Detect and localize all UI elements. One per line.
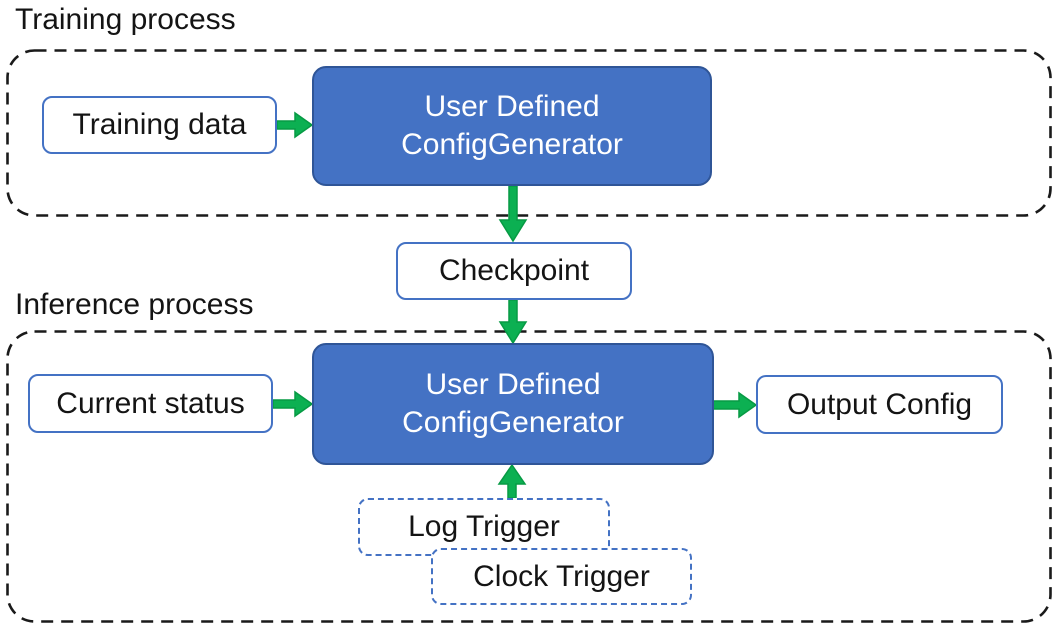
arrow-triggers-to-generator-icon (497, 464, 527, 498)
training-generator-box: User Defined ConfigGenerator (312, 66, 712, 186)
training-data-box: Training data (42, 96, 277, 154)
inference-generator-line2: ConfigGenerator (402, 406, 624, 439)
output-config-label: Output Config (786, 387, 973, 421)
arrow-current-status-to-generator-icon (273, 390, 313, 418)
arrow-checkpoint-to-generator-icon (498, 300, 528, 344)
training-process-label: Training process (15, 3, 236, 36)
log-trigger-label: Log Trigger (408, 510, 560, 543)
inference-generator-line1: User Defined (425, 368, 601, 401)
inference-process-label: Inference process (15, 288, 254, 321)
training-generator-line1: User Defined (424, 90, 600, 123)
current-status-label: Current status (56, 386, 245, 420)
clock-trigger-label: Clock Trigger (473, 559, 650, 593)
arrow-generator-to-output-icon (713, 391, 757, 419)
output-config-box: Output Config (756, 375, 1003, 434)
inference-process-container (6, 330, 1052, 623)
training-generator-line2: ConfigGenerator (401, 128, 623, 161)
training-process-container (6, 49, 1052, 217)
arrow-training-data-to-generator-icon (277, 111, 313, 139)
current-status-box: Current status (28, 374, 273, 433)
arrow-generator-to-checkpoint-icon (498, 186, 528, 242)
clock-trigger-box: Clock Trigger (431, 548, 692, 605)
inference-generator-box: User Defined ConfigGenerator (312, 343, 714, 465)
checkpoint-label: Checkpoint (438, 254, 590, 287)
checkpoint-box: Checkpoint (396, 242, 632, 300)
training-data-label: Training data (72, 108, 247, 141)
